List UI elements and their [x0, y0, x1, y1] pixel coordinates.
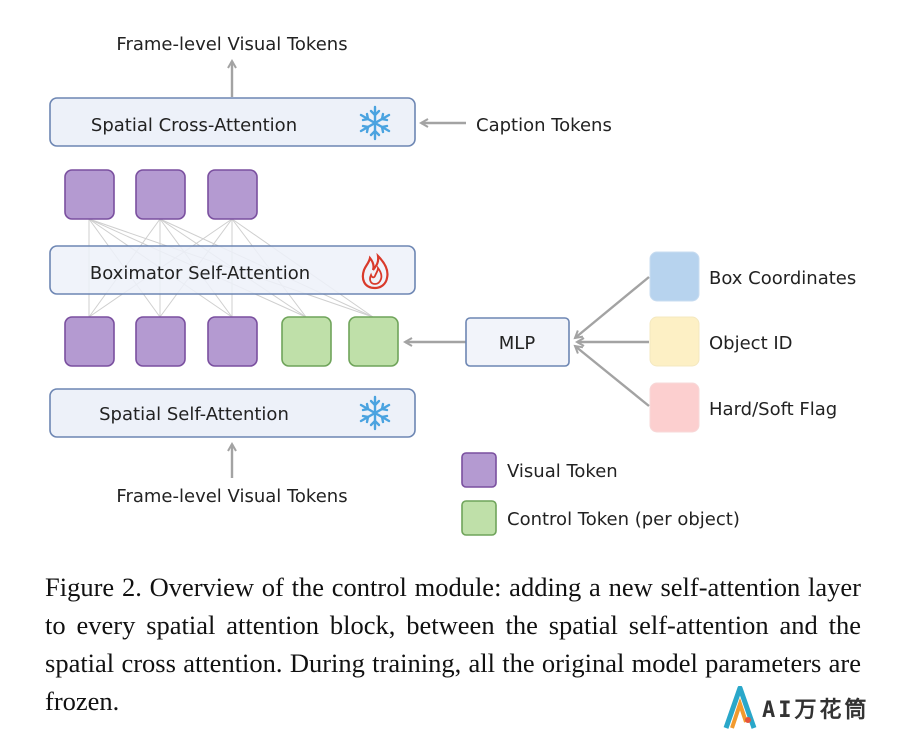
legend-control-swatch: [461, 500, 497, 536]
spatial-self-attention-block: [49, 388, 416, 438]
mlp-label: MLP: [499, 333, 536, 354]
hard-soft-flag-swatch: [649, 382, 700, 433]
box-coordinates-swatch: [649, 251, 700, 302]
snowflake-icon: [359, 395, 391, 431]
mlp-box: [465, 317, 570, 367]
watermark-text: AI万花筒: [762, 698, 870, 723]
bottom-frame-tokens-label: Frame-level Visual Tokens: [116, 486, 347, 507]
box-coordinates-label: Box Coordinates: [709, 268, 856, 289]
boximator-self-attention-block: [49, 245, 416, 295]
control-token-2: [348, 316, 399, 367]
control-module-diagram: Frame-level Visual Tokens Spatial Cross-…: [49, 34, 856, 536]
watermark: AI万花筒: [722, 684, 892, 732]
visual-token-upper-2: [135, 169, 186, 220]
snowflake-icon: [359, 105, 391, 141]
legend-visual-swatch: [461, 452, 497, 488]
visual-token-upper-3: [207, 169, 258, 220]
visual-token-lower-1: [64, 316, 115, 367]
hard-soft-flag-arrow: [575, 346, 650, 407]
spatial-self-attention-label: Spatial Self-Attention: [99, 404, 289, 425]
control-token-1: [281, 316, 332, 367]
boximator-self-attention-label: Boximator Self-Attention: [90, 263, 310, 284]
watermark-logo-icon: [723, 686, 757, 729]
figure-caption: Figure 2. Overview of the control module…: [45, 572, 861, 716]
top-frame-tokens-label: Frame-level Visual Tokens: [116, 34, 347, 55]
legend-control-label: Control Token (per object): [507, 509, 740, 530]
legend-visual-label: Visual Token: [507, 461, 618, 482]
spatial-cross-attention-label: Spatial Cross-Attention: [91, 115, 297, 136]
caption-tokens-label: Caption Tokens: [476, 115, 612, 136]
object-id-label: Object ID: [709, 333, 793, 354]
fire-icon: [361, 252, 389, 290]
object-id-swatch: [649, 316, 700, 367]
visual-token-upper-1: [64, 169, 115, 220]
spatial-cross-attention-block: [49, 97, 416, 147]
hard-soft-flag-label: Hard/Soft Flag: [709, 399, 837, 420]
visual-token-lower-2: [135, 316, 186, 367]
box-coordinates-arrow: [575, 276, 650, 338]
visual-token-lower-3: [207, 316, 258, 367]
